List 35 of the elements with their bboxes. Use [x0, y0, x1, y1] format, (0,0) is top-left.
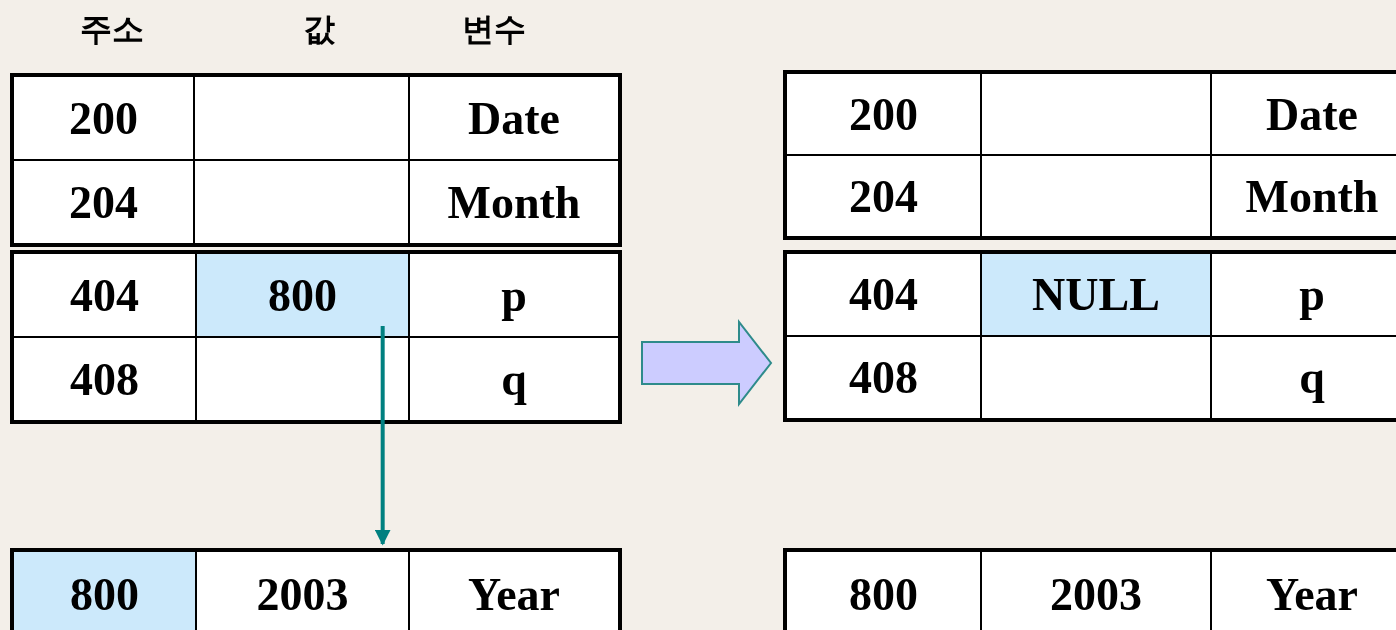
memory-table [10, 548, 622, 630]
memory-cell: 2003 [197, 552, 408, 630]
memory-cell: 204 [14, 161, 193, 243]
column-header: 값 [303, 9, 335, 50]
memory-cell: Month [410, 161, 618, 243]
memory-cell: q [1212, 337, 1396, 418]
memory-cell: 800 [787, 552, 980, 630]
memory-cell: 404 [14, 254, 195, 336]
memory-cell: NULL [982, 254, 1210, 335]
memory-table [10, 250, 622, 424]
block-arrow [641, 319, 773, 407]
memory-cell: Year [410, 552, 618, 630]
memory-cell: Date [1212, 74, 1396, 154]
column-header: 주소 [80, 9, 144, 50]
column-header: 변수 [462, 9, 526, 50]
memory-table [783, 548, 1396, 630]
memory-cell: 408 [14, 338, 195, 420]
memory-cell: 800 [14, 552, 195, 630]
memory-table [10, 73, 622, 247]
memory-table [783, 250, 1396, 422]
memory-cell: 204 [787, 156, 980, 236]
memory-cell: Year [1212, 552, 1396, 630]
memory-cell: p [410, 254, 618, 336]
memory-cell: 200 [787, 74, 980, 154]
memory-cell: p [1212, 254, 1396, 335]
memory-table [783, 70, 1396, 240]
memory-cell: 408 [787, 337, 980, 418]
memory-cell: Date [410, 77, 618, 159]
pointer-arrow [374, 326, 391, 546]
memory-cell: 404 [787, 254, 980, 335]
memory-cell: q [410, 338, 618, 420]
memory-cell: 800 [197, 254, 408, 336]
memory-cell: 200 [14, 77, 193, 159]
memory-cell: 2003 [982, 552, 1210, 630]
memory-cell: Month [1212, 156, 1396, 236]
